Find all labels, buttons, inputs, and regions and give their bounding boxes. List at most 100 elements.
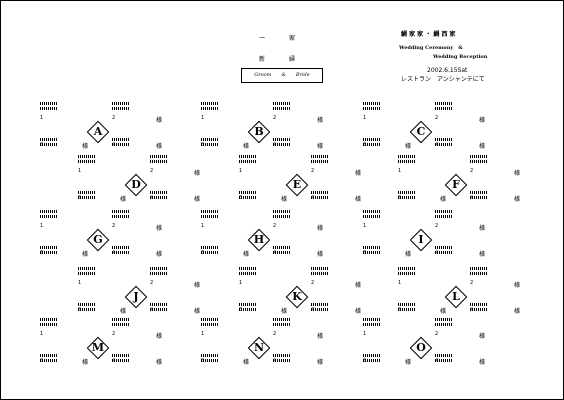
header-subtitle: 新 婦 — [259, 56, 296, 63]
guest-name-placeholder — [112, 354, 129, 362]
honorific-mark: 様 — [479, 359, 486, 366]
seat-number: 4 — [311, 195, 315, 201]
guest-name-placeholder — [112, 138, 129, 146]
guest-name-placeholder — [273, 354, 290, 362]
seat-number: 1 — [363, 223, 367, 229]
table-label: E — [292, 178, 302, 191]
honorific-mark: 様 — [317, 143, 324, 150]
guest-name-placeholder — [363, 210, 380, 218]
seat-number: 3 — [363, 250, 367, 256]
guest-name-placeholder — [470, 191, 487, 199]
guest-name-placeholder — [150, 303, 167, 311]
honorific-mark: 様 — [156, 359, 163, 366]
honorific-mark: 様 — [317, 333, 324, 340]
table-label: K — [292, 290, 302, 303]
guest-name-placeholder — [311, 267, 328, 275]
guest-name-placeholder — [273, 246, 290, 254]
honorific-mark: 様 — [317, 359, 324, 366]
guest-name-placeholder — [78, 191, 95, 199]
seat-number: 3 — [201, 142, 205, 148]
honorific-mark: 様 — [317, 117, 324, 124]
seat-number: 4 — [273, 142, 277, 148]
honorific-mark: 様 — [355, 308, 362, 315]
seat-number: 3 — [363, 142, 367, 148]
seat-number: 4 — [112, 142, 116, 148]
seat-number: 1 — [40, 331, 44, 337]
seat-number: 4 — [435, 142, 439, 148]
seat-number: 4 — [470, 307, 474, 313]
guest-name-placeholder — [273, 210, 290, 218]
guest-name-placeholder — [273, 102, 290, 110]
seat-number: 1 — [398, 280, 402, 286]
honorific-mark: 様 — [194, 170, 201, 177]
seat-number: 2 — [273, 223, 277, 229]
honorific-mark: 様 — [82, 359, 89, 366]
honorific-mark: 様 — [194, 282, 201, 289]
table-label: D — [131, 178, 141, 191]
bride-label: Bride — [295, 72, 310, 78]
guest-name-placeholder — [398, 191, 415, 199]
guest-name-placeholder — [40, 354, 57, 362]
honorific-mark: 様 — [317, 251, 324, 258]
honorific-mark: 様 — [514, 196, 521, 203]
table-label: J — [133, 290, 139, 303]
seat-number: 4 — [273, 250, 277, 256]
honorific-mark: 様 — [440, 196, 447, 203]
guest-name-placeholder — [201, 138, 218, 146]
guest-name-placeholder — [112, 210, 129, 218]
guest-name-placeholder — [435, 138, 452, 146]
guest-name-placeholder — [78, 155, 95, 163]
honorific-mark: 様 — [243, 143, 250, 150]
guest-name-placeholder — [311, 303, 328, 311]
seat-number: 2 — [435, 331, 439, 337]
table-label: B — [254, 125, 264, 138]
honorific-mark: 様 — [156, 333, 163, 340]
honorific-mark: 様 — [479, 117, 486, 124]
guest-name-placeholder — [239, 191, 256, 199]
seat-number: 1 — [201, 331, 205, 337]
seat-number: 4 — [112, 250, 116, 256]
event-venue: レストラン アンシャンテにて — [401, 76, 485, 83]
guest-name-placeholder — [112, 318, 129, 326]
guest-name-placeholder — [398, 303, 415, 311]
guest-name-placeholder — [239, 155, 256, 163]
guest-name-placeholder — [40, 246, 57, 254]
seat-number: 1 — [398, 168, 402, 174]
honorific-mark: 様 — [156, 251, 163, 258]
honorific-mark: 様 — [194, 196, 201, 203]
honorific-mark: 様 — [479, 143, 486, 150]
guest-name-placeholder — [363, 102, 380, 110]
honorific-mark: 様 — [479, 251, 486, 258]
seat-number: 2 — [112, 331, 116, 337]
honorific-mark: 様 — [194, 308, 201, 315]
honorific-mark: 様 — [82, 143, 89, 150]
guest-name-placeholder — [40, 138, 57, 146]
guest-name-placeholder — [435, 102, 452, 110]
honorific-mark: 様 — [514, 282, 521, 289]
guest-name-placeholder — [150, 191, 167, 199]
guest-name-placeholder — [201, 210, 218, 218]
table-label: L — [452, 290, 460, 303]
event-title-en-1: Wedding Ceremony & — [399, 45, 463, 51]
guest-name-placeholder — [150, 267, 167, 275]
guest-name-placeholder — [470, 267, 487, 275]
seat-number: 4 — [435, 358, 439, 364]
seat-number: 4 — [150, 307, 154, 313]
honorific-mark: 様 — [82, 251, 89, 258]
guest-name-placeholder — [363, 318, 380, 326]
guest-name-placeholder — [470, 155, 487, 163]
seat-number: 2 — [150, 280, 154, 286]
honorific-mark: 様 — [405, 251, 412, 258]
guest-name-placeholder — [435, 354, 452, 362]
seat-number: 1 — [239, 280, 243, 286]
honorific-mark: 様 — [514, 308, 521, 315]
guest-name-placeholder — [239, 303, 256, 311]
seat-number: 1 — [363, 331, 367, 337]
guest-name-placeholder — [40, 102, 57, 110]
table-label: H — [253, 233, 265, 246]
ampersand-label: & — [281, 72, 286, 78]
event-date: 2002.6.15Sat — [427, 67, 468, 74]
guest-name-placeholder — [78, 267, 95, 275]
seat-number: 3 — [201, 250, 205, 256]
